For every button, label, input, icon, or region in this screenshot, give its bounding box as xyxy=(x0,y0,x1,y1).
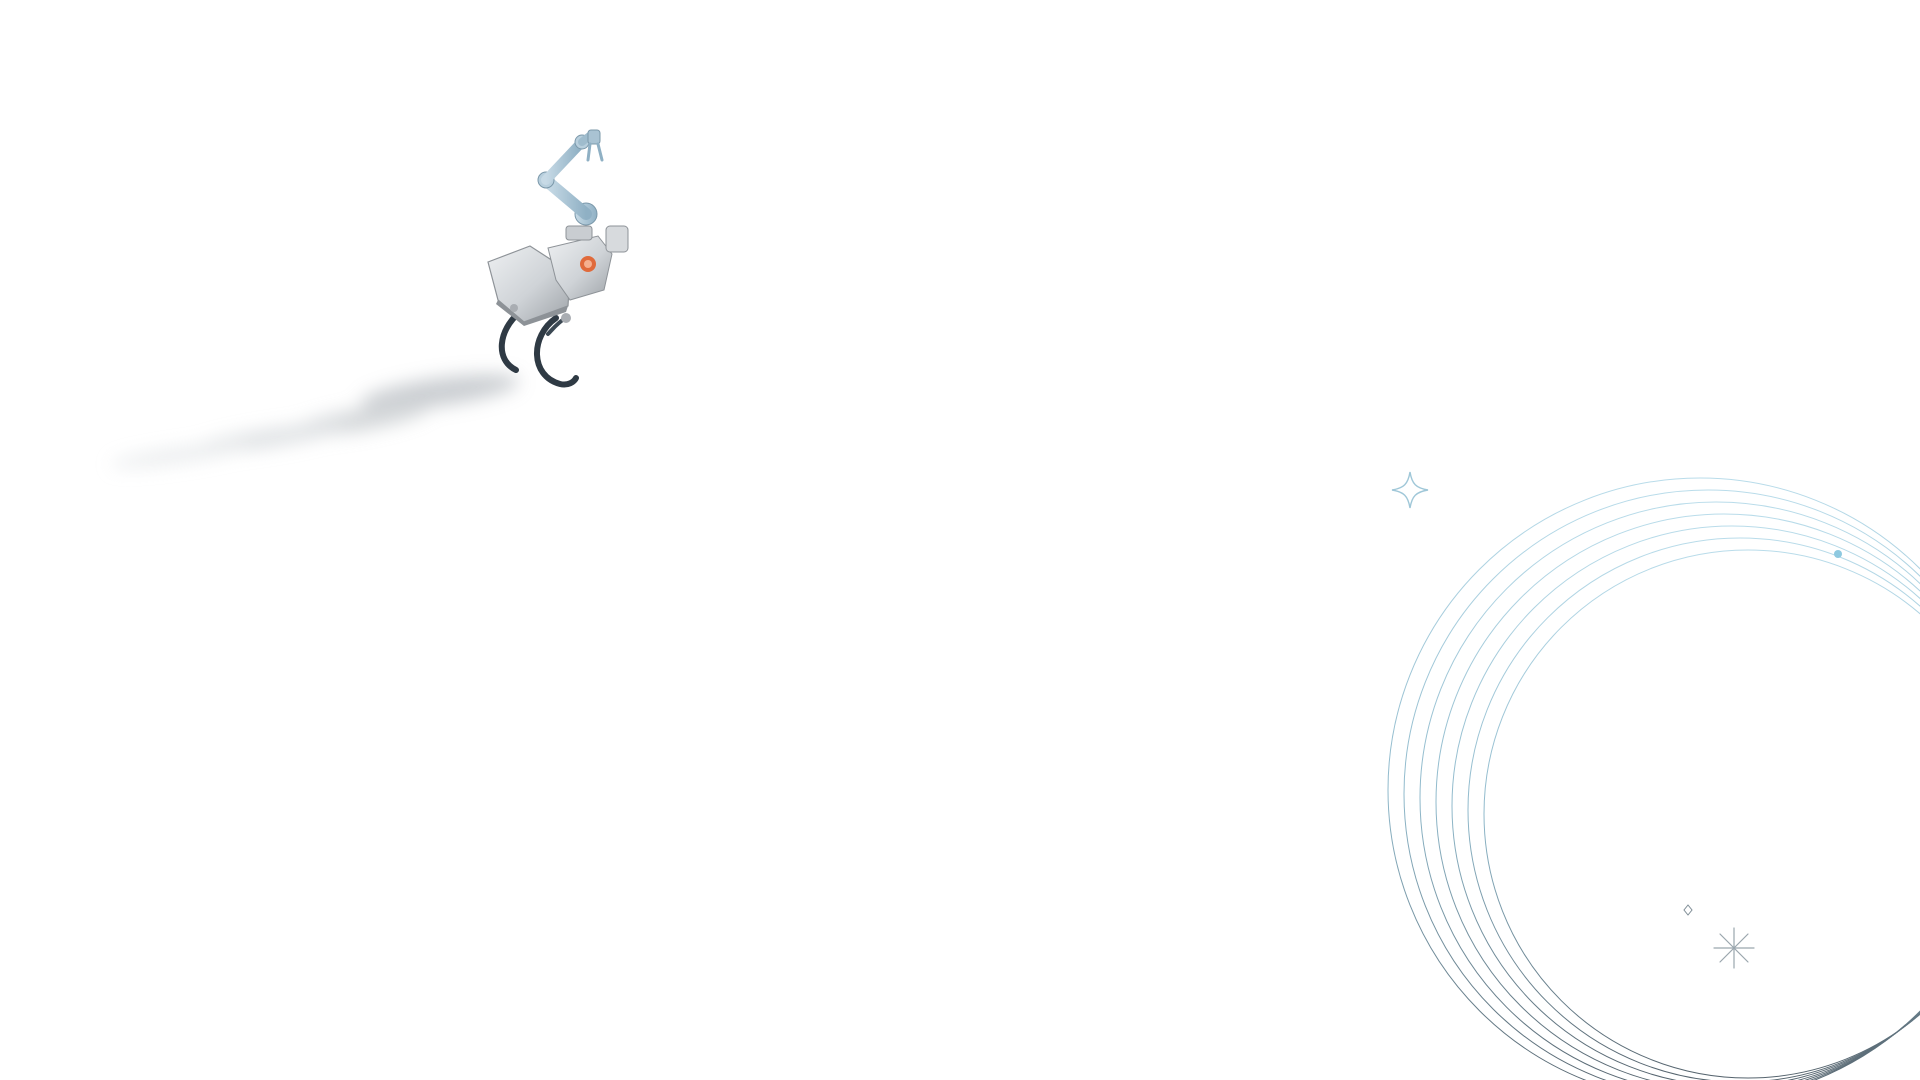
robot-icon xyxy=(487,129,629,388)
dot-icon xyxy=(1834,550,1842,558)
asterisk-star-icon xyxy=(1713,927,1755,969)
sparkle-icon xyxy=(1391,471,1429,509)
concentric-arcs xyxy=(1387,477,1920,1080)
robot-shadow xyxy=(110,374,520,467)
small-diamond-icon xyxy=(1683,904,1693,916)
